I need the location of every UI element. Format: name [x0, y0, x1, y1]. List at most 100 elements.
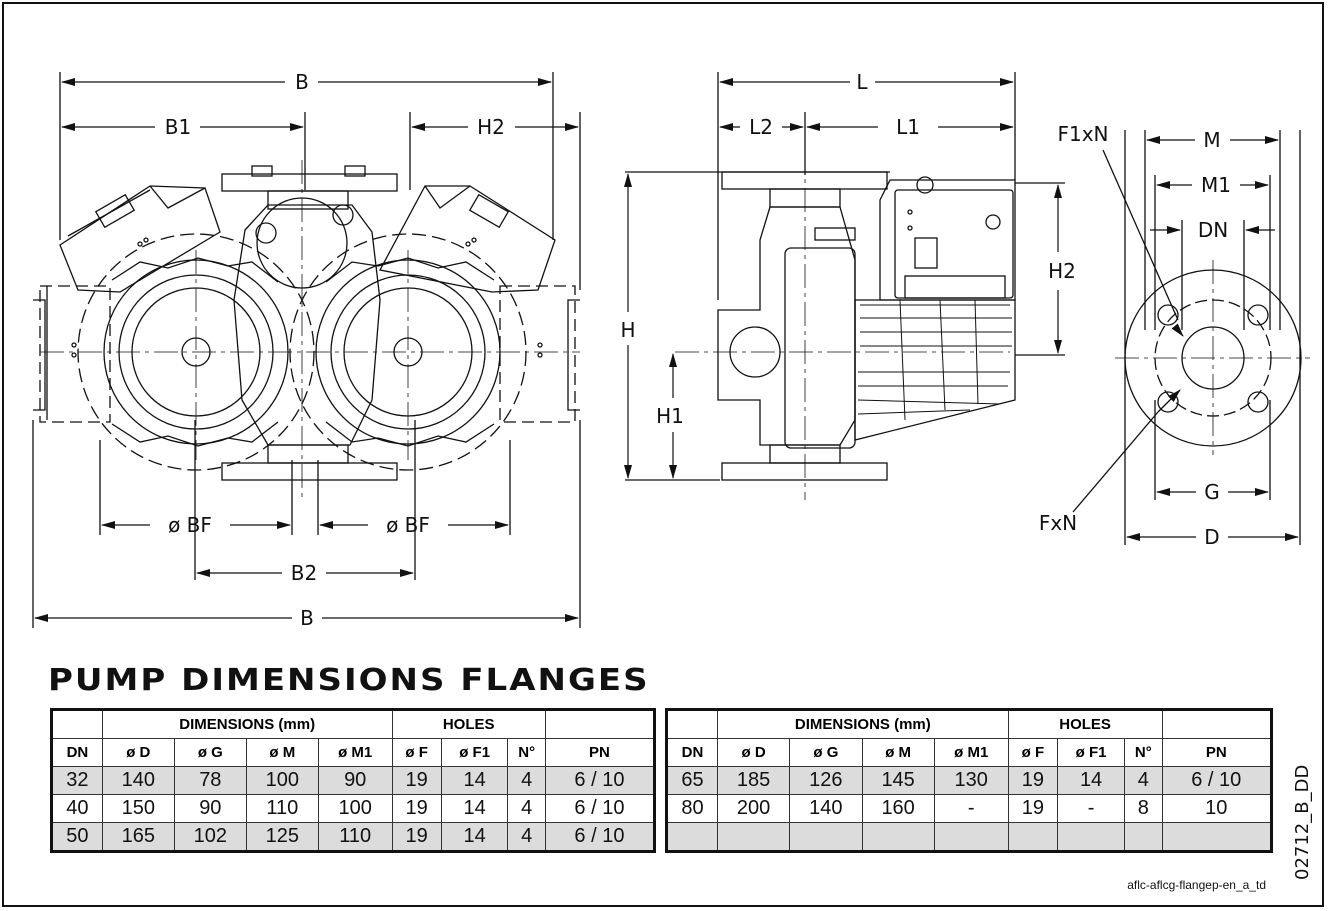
- flange-table-right: DIMENSIONS (mm) HOLES DN ø D ø G ø M ø M…: [665, 708, 1273, 853]
- table-cell: 19: [1007, 794, 1059, 823]
- table-cell: [1124, 822, 1163, 852]
- dim-label-d: D: [1204, 525, 1219, 549]
- table-cell: 19: [391, 794, 442, 823]
- table-cell: 4: [1124, 766, 1163, 795]
- table-cell: 145: [861, 766, 935, 795]
- technical-drawing: B B1 H2 ø BF ø BF B2 B L L2 L1 H H1 H2 F…: [32, 70, 1310, 630]
- col-d: ø D: [716, 738, 791, 767]
- table-cell: [666, 822, 718, 852]
- table-cell: 185: [716, 766, 791, 795]
- col-pn: PN: [544, 738, 656, 767]
- dim-label-g: G: [1204, 480, 1220, 504]
- dim-label-bf-right: ø BF: [386, 513, 430, 537]
- header-blank: [1161, 709, 1273, 739]
- side-view: [625, 72, 1065, 500]
- dimension-lines: [34, 78, 1299, 622]
- table-cell: 100: [245, 766, 319, 795]
- dim-label-l2: L2: [749, 115, 773, 139]
- table-cell: 200: [716, 794, 791, 823]
- header-dimensions: DIMENSIONS (mm): [101, 709, 393, 739]
- header-holes: HOLES: [391, 709, 546, 739]
- col-g: ø G: [173, 738, 247, 767]
- flange-view: [1072, 130, 1310, 545]
- col-f: ø F: [1007, 738, 1059, 767]
- dim-label-b-bottom: B: [300, 606, 314, 630]
- table-cell: 6 / 10: [544, 794, 656, 823]
- col-m: ø M: [861, 738, 935, 767]
- dim-label-dn: DN: [1198, 218, 1228, 242]
- col-pn: PN: [1161, 738, 1273, 767]
- col-n: N°: [1124, 738, 1163, 767]
- table-cell: 14: [440, 766, 509, 795]
- table-cell: [789, 822, 863, 852]
- table-cell: 19: [391, 822, 442, 852]
- table-cell: 10: [1161, 794, 1273, 823]
- header-blank: [51, 709, 103, 739]
- dim-label-b1: B1: [165, 115, 191, 139]
- col-dn: DN: [51, 738, 103, 767]
- table-cell: 160: [861, 794, 935, 823]
- flange-table-left: DIMENSIONS (mm) HOLES DN ø D ø G ø M ø M…: [50, 708, 656, 853]
- col-f1: ø F1: [440, 738, 509, 767]
- dim-label-b2: B2: [291, 561, 317, 585]
- table-cell: 6 / 10: [1161, 766, 1273, 795]
- header-holes: HOLES: [1007, 709, 1163, 739]
- table-cell: 19: [391, 766, 442, 795]
- header-blank: [666, 709, 718, 739]
- table-cell: 78: [173, 766, 247, 795]
- table-cell: 140: [101, 766, 175, 795]
- table-cell: 80: [666, 794, 718, 823]
- dim-label-m: M: [1203, 128, 1220, 152]
- dim-label-b-top: B: [295, 70, 309, 94]
- table-cell: 65: [666, 766, 718, 795]
- col-g: ø G: [789, 738, 863, 767]
- table-cell: 130: [933, 766, 1009, 795]
- header-blank: [544, 709, 656, 739]
- table-cell: -: [1057, 794, 1126, 823]
- dim-label-m1: M1: [1201, 173, 1231, 197]
- table-row: [666, 822, 1273, 852]
- table-cell: 14: [1057, 766, 1126, 795]
- col-dn: DN: [666, 738, 718, 767]
- col-d: ø D: [101, 738, 175, 767]
- table-cell: 126: [789, 766, 863, 795]
- table-cell: [933, 822, 1009, 852]
- table-cell: 6 / 10: [544, 766, 656, 795]
- table-cell: [1007, 822, 1059, 852]
- dim-label-h2-front: H2: [477, 115, 505, 139]
- table-cell: 14: [440, 794, 509, 823]
- table-cell: [1057, 822, 1126, 852]
- dim-label-h1: H1: [656, 404, 684, 428]
- table-cell: 90: [317, 766, 393, 795]
- col-f1: ø F1: [1057, 738, 1126, 767]
- table-cell: 4: [507, 766, 546, 795]
- dim-label-f1xn: F1xN: [1057, 122, 1108, 146]
- table-cell: 110: [317, 822, 393, 852]
- table-cell: 150: [101, 794, 175, 823]
- file-reference: aflc-aflcg-flangep-en_a_td: [1127, 878, 1266, 892]
- col-n: N°: [507, 738, 546, 767]
- col-m: ø M: [245, 738, 319, 767]
- dim-label-fxn: FxN: [1039, 511, 1077, 535]
- table-cell: 110: [245, 794, 319, 823]
- table-cell: -: [933, 794, 1009, 823]
- table-cell: 50: [51, 822, 103, 852]
- table-cell: 90: [173, 794, 247, 823]
- table-cell: 165: [101, 822, 175, 852]
- table-cell: [1161, 822, 1273, 852]
- table-cell: 4: [507, 822, 546, 852]
- table-cell: 100: [317, 794, 393, 823]
- table-cell: 40: [51, 794, 103, 823]
- col-f: ø F: [391, 738, 442, 767]
- col-m1: ø M1: [317, 738, 393, 767]
- front-view: [32, 72, 581, 628]
- table-cell: 125: [245, 822, 319, 852]
- dim-label-l: L: [856, 70, 868, 94]
- section-title: PUMP DIMENSIONS FLANGES: [48, 662, 650, 698]
- header-dimensions: DIMENSIONS (mm): [716, 709, 1009, 739]
